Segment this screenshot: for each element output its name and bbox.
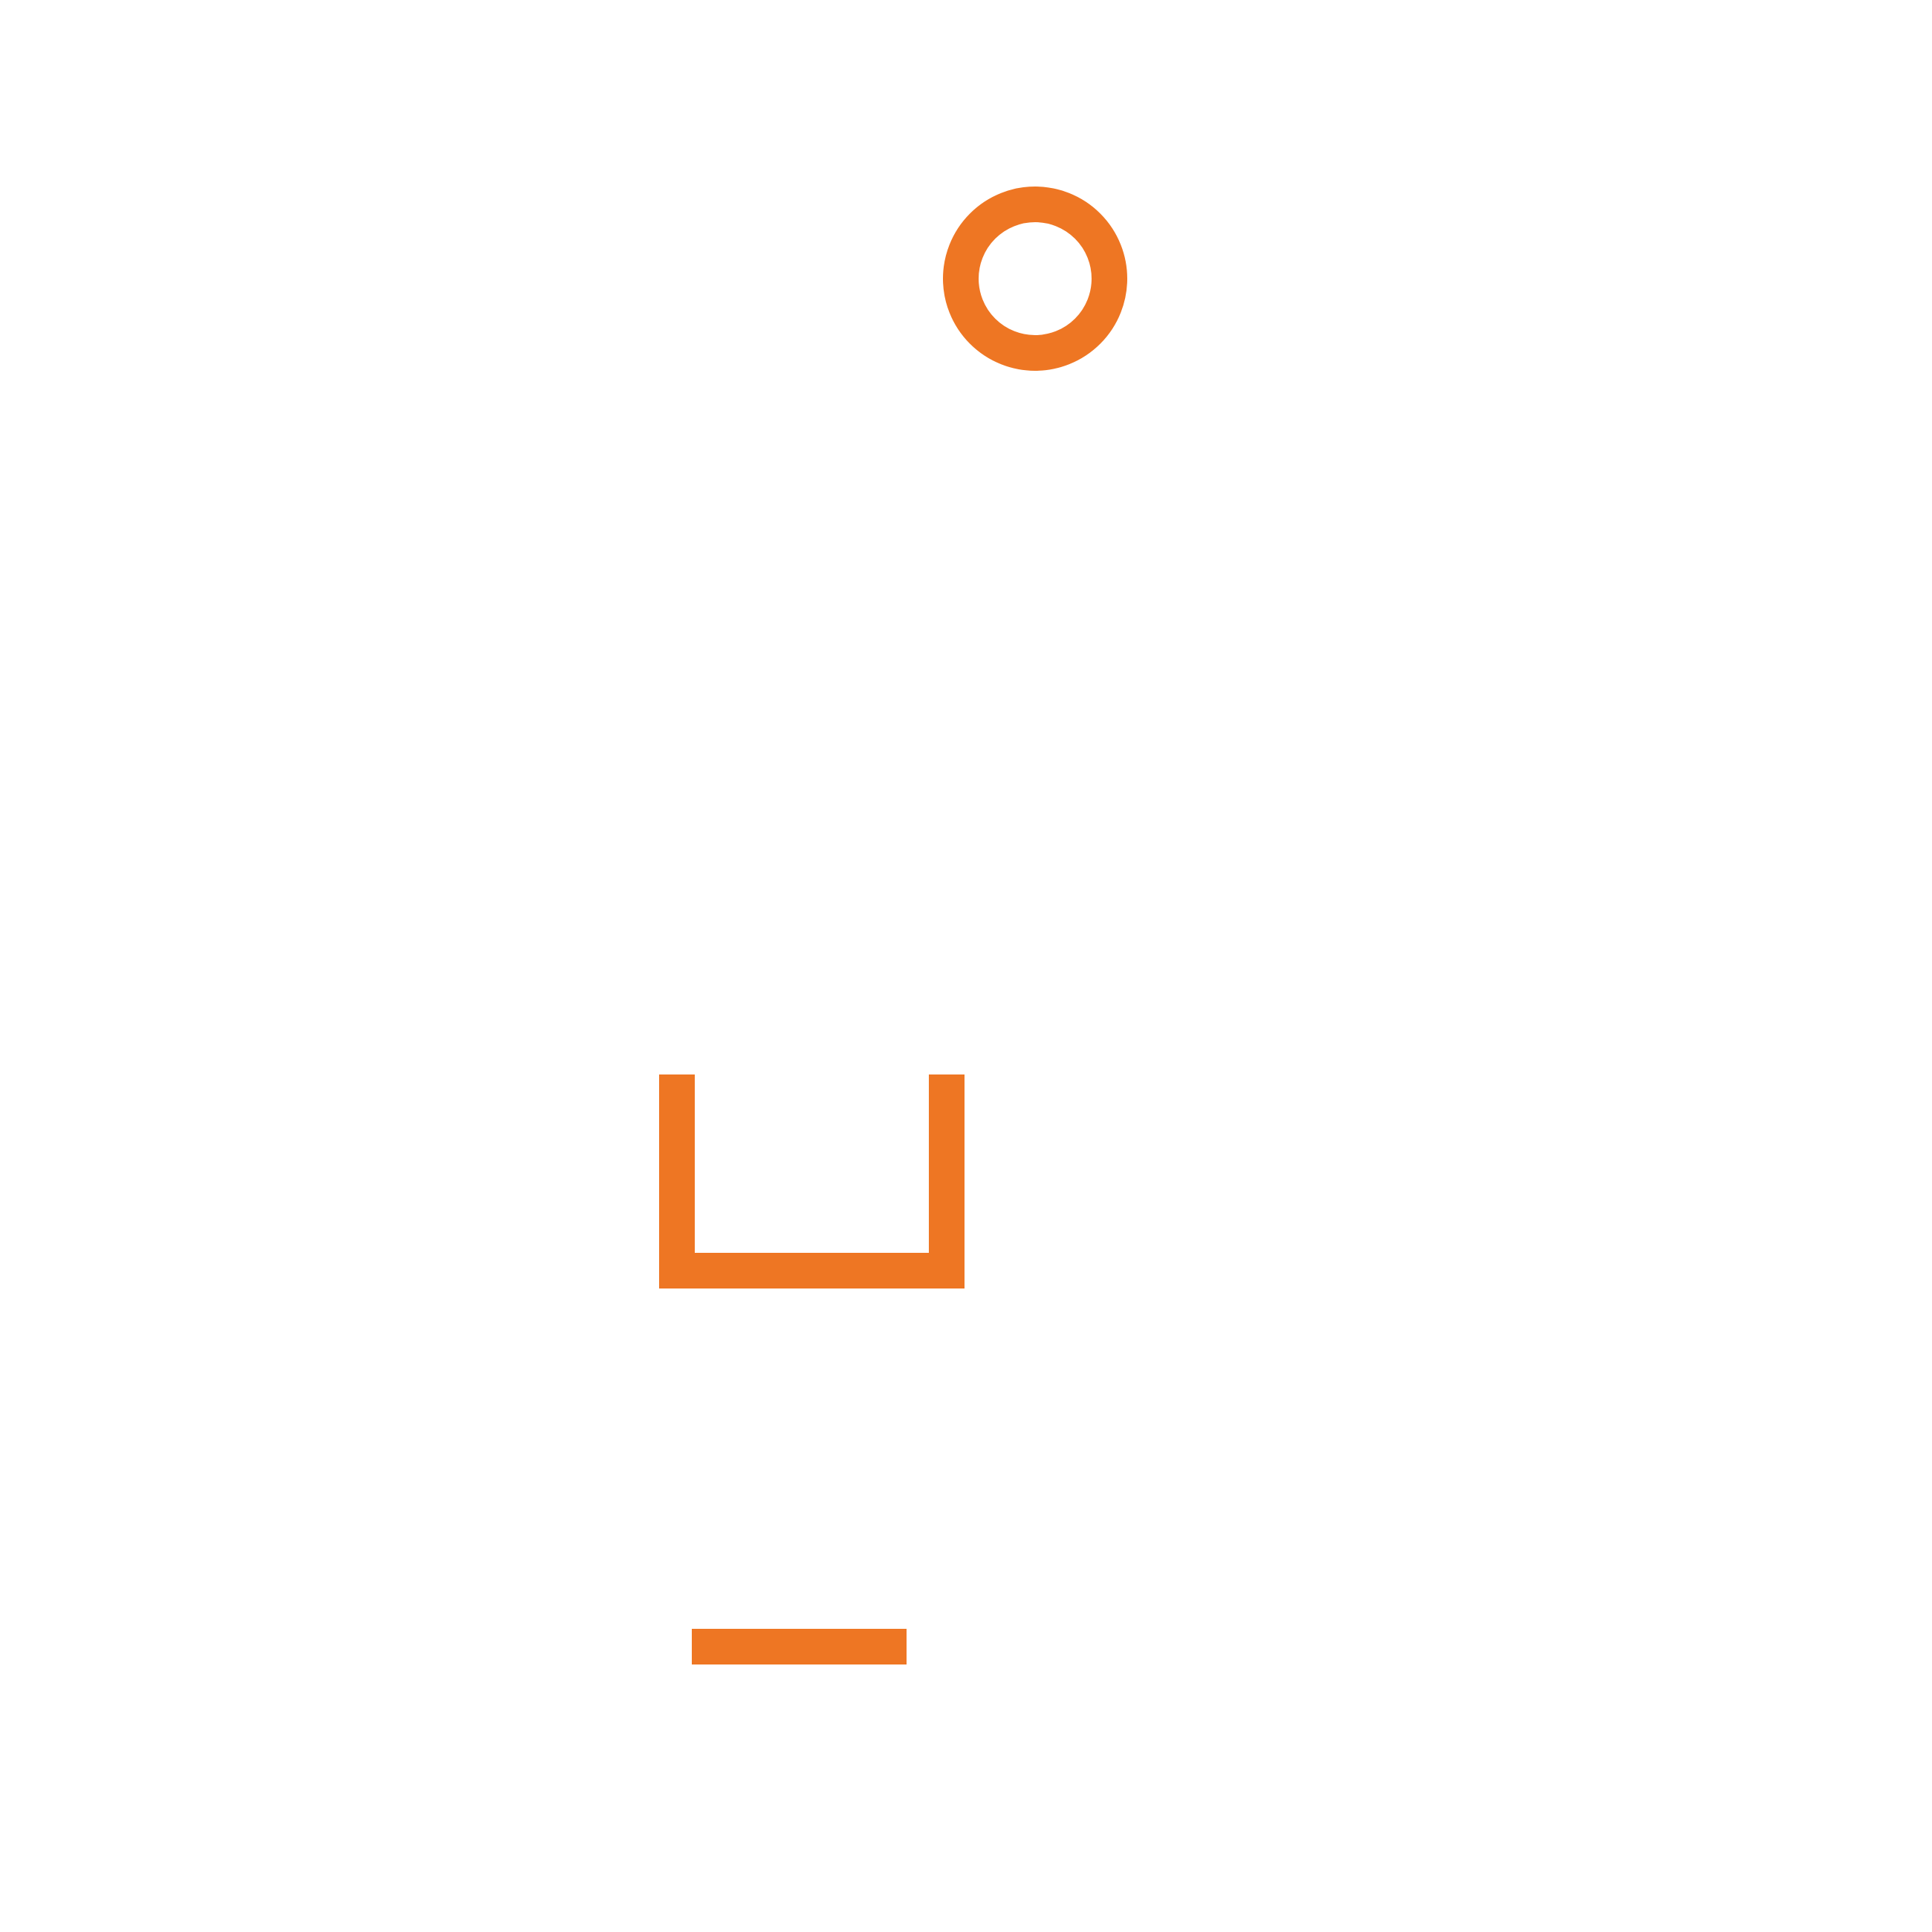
open-bracket-shape (659, 1074, 965, 1288)
bar-shape (692, 1629, 907, 1664)
ring-shape (943, 187, 1127, 371)
